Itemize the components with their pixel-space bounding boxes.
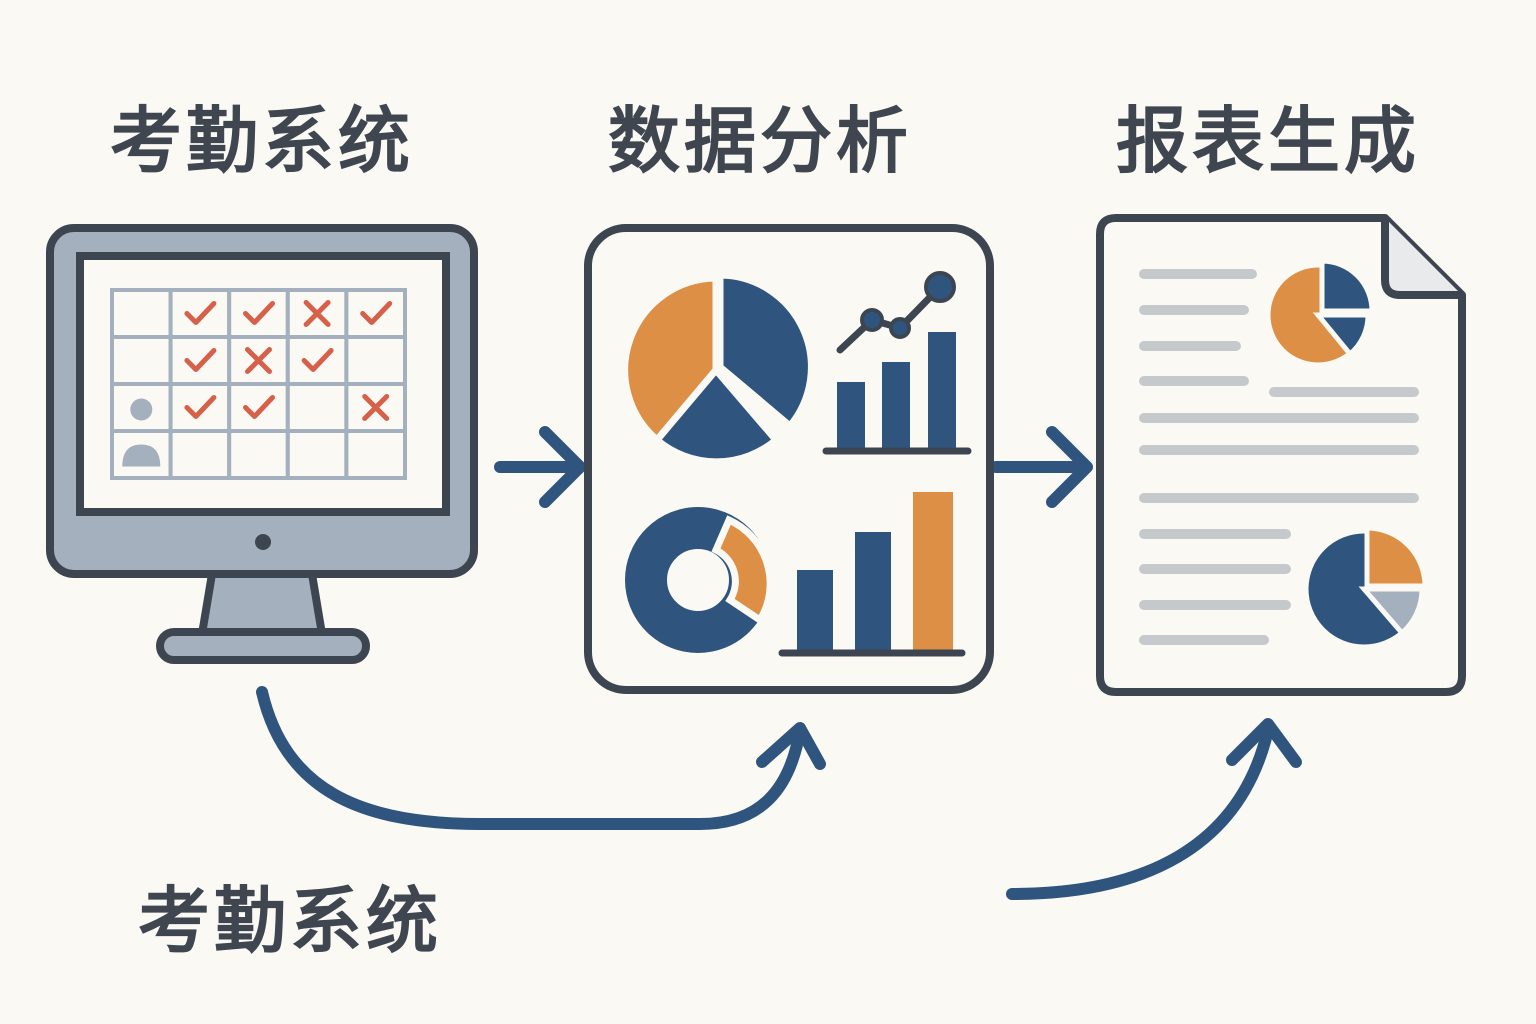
- bar-line-chart-icon: [822, 271, 972, 455]
- step-title-attendance: 考勤系统: [110, 99, 415, 183]
- step-title-analysis: 数据分析: [608, 99, 913, 183]
- grid-cell: [168, 429, 232, 480]
- grid-cell: [344, 288, 407, 339]
- analysis-panel: [584, 224, 994, 694]
- grid-cell: [168, 382, 232, 433]
- curved-arrow-to-report: [1006, 718, 1302, 900]
- grid-cell: [227, 429, 290, 480]
- bar-chart-icon: [778, 492, 966, 657]
- arrow-to-analysis: [494, 426, 586, 508]
- check-icon: [184, 348, 217, 372]
- curved-arrow-attendance-to-analysis: [256, 686, 826, 830]
- grid-cell: [285, 335, 349, 386]
- donut-chart-icon: [625, 507, 774, 653]
- monitor-icon: [46, 224, 478, 664]
- report-pie-top: [1265, 258, 1375, 368]
- check-icon: [243, 395, 275, 419]
- grid-cell: [344, 335, 407, 386]
- check-icon: [243, 301, 275, 325]
- attendance-grid: [110, 288, 407, 480]
- report-document-icon: [1096, 214, 1466, 696]
- grid-cell: [110, 335, 173, 386]
- avatar-body-icon: [122, 444, 161, 467]
- step-title-report: 报表生成: [1116, 99, 1421, 183]
- grid-cell: [227, 288, 290, 339]
- arrow-to-report: [990, 426, 1093, 508]
- cross-icon: [303, 300, 331, 327]
- grid-cell: [344, 429, 407, 480]
- grid-cell: [285, 382, 349, 433]
- check-icon: [301, 348, 334, 372]
- check-icon: [184, 395, 217, 419]
- text-lines: [1139, 269, 1419, 645]
- avatar-head-icon: [130, 398, 153, 421]
- grid-cell: [110, 288, 173, 339]
- report-pie-bottom: [1303, 525, 1428, 650]
- check-icon: [184, 301, 217, 325]
- grid-cell: [168, 335, 232, 386]
- grid-cell: [227, 382, 290, 433]
- grid-cell: [285, 429, 349, 480]
- grid-cell: [168, 288, 232, 339]
- cross-icon: [245, 347, 272, 374]
- check-icon: [360, 301, 393, 325]
- pie-chart-icon: [621, 271, 815, 466]
- bottom-label: 考勤系统: [138, 879, 443, 963]
- cross-icon: [362, 394, 390, 421]
